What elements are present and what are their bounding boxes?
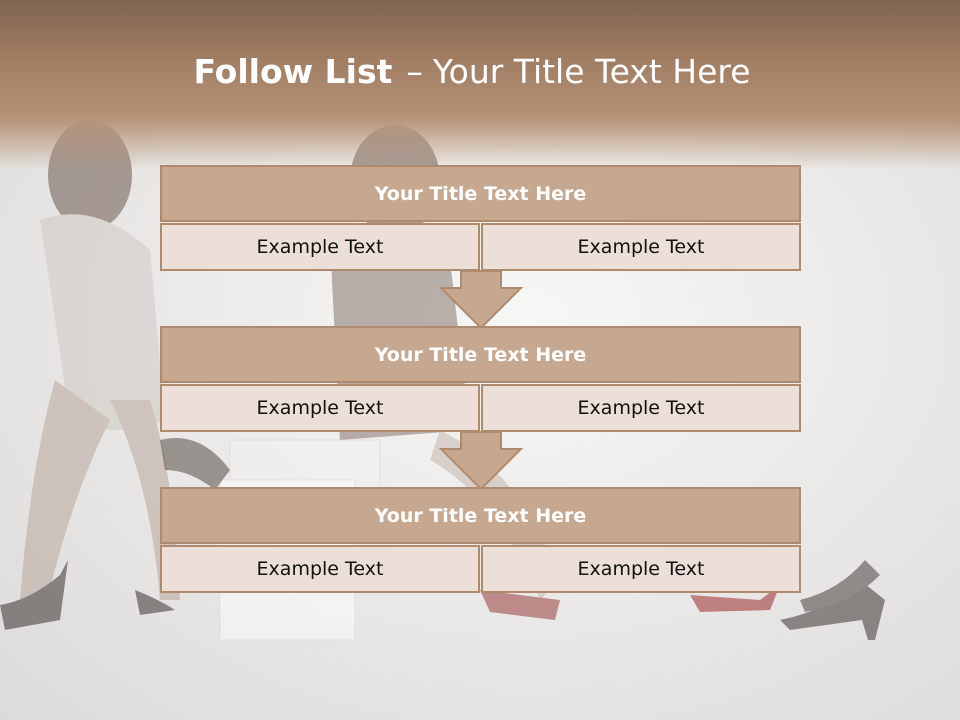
list-block-1: Your Title Text Here Example Text Exampl… [160,165,801,271]
down-arrow-icon [439,431,523,491]
list-block-3: Your Title Text Here Example Text Exampl… [160,487,801,593]
block-cell-left: Example Text [160,545,480,593]
block-title: Your Title Text Here [160,326,801,383]
block-cell-left: Example Text [160,223,480,271]
list-block-2: Your Title Text Here Example Text Exampl… [160,326,801,432]
block-row: Example Text Example Text [160,545,801,593]
block-title: Your Title Text Here [160,165,801,222]
page-title: Follow List–Your Title Text Here [0,52,944,91]
title-separator: – [406,52,423,91]
block-cell-right: Example Text [481,545,801,593]
block-cell-left: Example Text [160,384,480,432]
block-cell-right: Example Text [481,223,801,271]
header-band [0,0,960,170]
block-row: Example Text Example Text [160,384,801,432]
title-rest: Your Title Text Here [432,52,751,91]
down-arrow-icon [439,270,523,330]
title-bold: Follow List [193,52,393,91]
block-row: Example Text Example Text [160,223,801,271]
block-title: Your Title Text Here [160,487,801,544]
block-cell-right: Example Text [481,384,801,432]
